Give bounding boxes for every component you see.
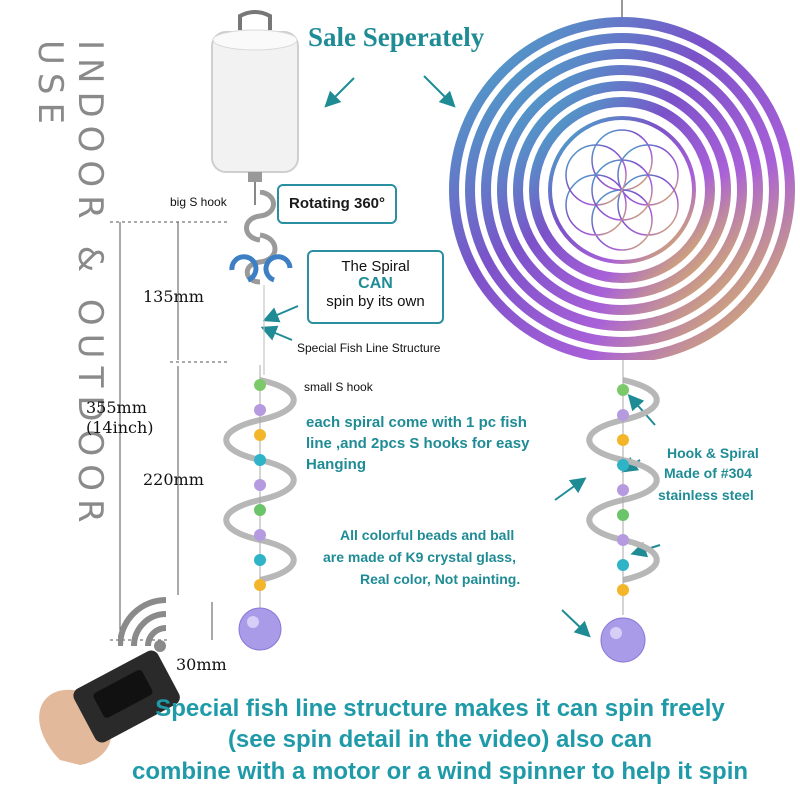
crystal-ball-right-icon [600,617,646,663]
wind-spinner-icon [449,0,795,360]
dim-355: 355mm [86,398,147,417]
rotating-bubble: Rotating 360° [277,184,397,224]
small-s-hook-label: small S hook [304,380,373,394]
signal-waves-icon [118,597,167,652]
dim-135: 135mm [143,287,204,306]
hook-spiral-2: Made of #304 [664,465,752,481]
beads-line-2: are made of K9 crystal glass, [323,549,516,565]
arrow-to-line [262,305,299,323]
hook-spiral-1: Hook & Spiral [667,445,759,461]
arrow-fish-line [260,325,293,341]
footer-line-1: Special fish line structure makes it can… [155,695,725,722]
spiral-line2: CAN [358,275,393,292]
beads-line-3: Real color, Not painting. [360,571,521,587]
arrow-to-spinner [423,75,456,108]
spiral-line3: spin by its own [326,293,425,310]
big-s-hook-label: big S hook [170,195,227,209]
motor-icon [211,10,299,205]
hook-spiral-3: stainless steel [658,487,754,503]
rotate-arrows-icon [229,254,293,283]
spiral-right [586,355,660,615]
side-banner: INDOOR & OUTDOOR USE [30,40,110,620]
spiral-line1: The Spiral [341,258,410,275]
spiral-left [223,365,297,610]
side-banner-text: INDOOR & OUTDOOR USE [30,40,110,531]
rotating-label: Rotating 360° [288,195,385,212]
beads-line-1: All colorful beads and ball [340,527,515,543]
dim-14in: (14inch) [86,418,154,437]
arrow-bead-1 [554,477,587,501]
header-title: Sale Seperately [308,22,485,52]
each-spiral-text: each spiral come with 1 pc fish line ,an… [306,414,530,473]
remote-control-icon [39,650,180,765]
footer-line-3: combine with a motor or a wind spinner t… [131,758,749,785]
spiral-bubble: The Spiral CAN spin by its own [307,250,444,324]
fish-line [263,285,265,375]
arrow-to-motor [324,77,355,108]
footer-line-2: (see spin detail in the video) also can [227,726,653,753]
dim-30: 30mm [176,655,227,674]
dim-220: 220mm [143,470,204,489]
fish-line-label: Special Fish Line Structure [297,341,441,355]
crystal-ball-icon [238,607,282,651]
arrow-ball [561,609,591,638]
